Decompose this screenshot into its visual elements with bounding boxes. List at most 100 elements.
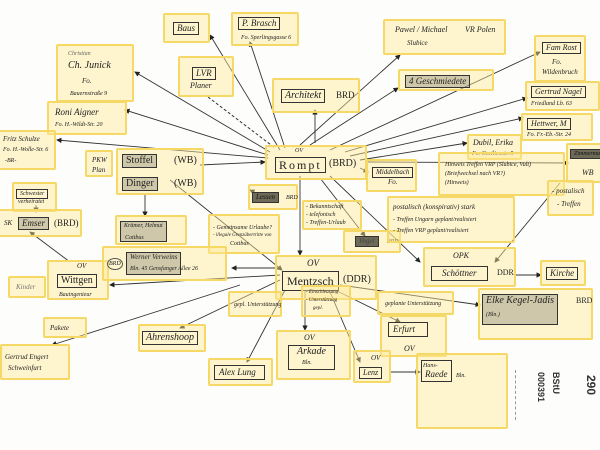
note-line: Plan bbox=[92, 166, 106, 174]
node-nagel[interactable]: Gertrud Nagel Friedland Lb. 63 bbox=[525, 81, 600, 111]
node-geschmiedete[interactable]: 4 Geschmiedete bbox=[398, 69, 494, 91]
node-city: Bln. bbox=[302, 360, 312, 366]
node-country: DDR bbox=[497, 268, 514, 277]
node-city: Cottbus bbox=[125, 235, 144, 241]
note-line: Hinweis Treffen VRP (Slubice, Vult) bbox=[445, 162, 532, 168]
node-tag: OV bbox=[404, 344, 415, 353]
note-kontakt[interactable]: - Bekanntschaft - telefonisch - Treffen-… bbox=[302, 200, 362, 230]
node-arkade[interactable]: OV Arkade Bln. bbox=[276, 330, 351, 380]
page-number: 290 bbox=[584, 375, 598, 396]
node-name: Emser bbox=[18, 217, 49, 230]
node-name: Kirche bbox=[546, 267, 579, 280]
note-schwester[interactable]: Schwester verheiratet bbox=[12, 182, 57, 212]
note-line: - Einschleusung bbox=[306, 290, 339, 295]
edge bbox=[366, 160, 569, 166]
node-emser[interactable]: SK Emser (BRD) bbox=[0, 209, 82, 237]
node-junick[interactable]: Christian Ch. Junick Fo. Bauernstraße 9 bbox=[56, 44, 134, 102]
note-unterstuetzung-1[interactable]: gepl. Unterstützung bbox=[228, 291, 282, 317]
node-kirche[interactable]: Kirche bbox=[540, 260, 586, 286]
node-schoettner[interactable]: OPK Schöttner DDR bbox=[423, 247, 516, 287]
note-line: - Treffen bbox=[557, 200, 581, 208]
node-stoffel-dinger[interactable]: Stoffel (WB) Dinger (WB) bbox=[116, 148, 204, 195]
node-rompt[interactable]: OV Rompt (BRD) bbox=[265, 145, 367, 180]
node-country: BRD bbox=[576, 296, 593, 305]
node-pakete[interactable]: Pakete bbox=[43, 317, 87, 338]
node-lessen[interactable]: Lessen BRD bbox=[248, 184, 298, 210]
node-city: Fo. bbox=[552, 58, 562, 66]
node-address: Bln. 45 Gensfanger Allee 26 bbox=[130, 266, 199, 272]
edge bbox=[179, 279, 281, 329]
node-brasch[interactable]: P. Brasch Fo. Sperlingsgasse 6 bbox=[231, 12, 299, 46]
node-city: Bln. bbox=[456, 373, 466, 379]
node-middelbach[interactable]: Middelbach Fo. bbox=[366, 159, 417, 192]
node-rost[interactable]: Fam Rost Fo. Wildenbruch bbox=[534, 35, 586, 82]
node-name: Pawel / Michael bbox=[395, 25, 448, 34]
note-hinweis[interactable]: Hinweis Treffen VRP (Slubice, Vult) (Bri… bbox=[438, 152, 565, 196]
node-dubil[interactable]: Dubil, Erika Fo. Cecilienstr. 5 bbox=[467, 134, 522, 160]
node-address: Fo. H.-Wildt-Str. 20 bbox=[55, 122, 103, 128]
node-engert[interactable]: Gertrud Engert Schweinfurt bbox=[0, 344, 70, 380]
node-address: Fo. Sperlingsgasse 6 bbox=[241, 35, 292, 41]
node-address: Fo. Fr.-Eb.-Str. 24 bbox=[527, 132, 571, 138]
node-country: (WB) bbox=[174, 155, 197, 166]
node-address: Friedland Lb. 63 bbox=[531, 101, 572, 107]
node-verweins[interactable]: BRD Werner Verweins Bln. 45 Gensfanger A… bbox=[102, 246, 227, 281]
node-erfurt[interactable]: Erfurt OV bbox=[380, 315, 447, 357]
node-name: Elke Kegel-Jadis bbox=[482, 294, 559, 325]
edge bbox=[246, 289, 286, 363]
node-lenz[interactable]: OV Lenz bbox=[353, 350, 391, 383]
node-kinder[interactable]: Kinder bbox=[8, 276, 46, 298]
edge-dashed bbox=[207, 96, 276, 149]
node-name: Zimmermann bbox=[570, 149, 600, 159]
note-postal[interactable]: postalisch (konspirativ) stark - Treffen… bbox=[387, 196, 515, 243]
note-line: Cottbus bbox=[230, 241, 249, 247]
node-sub: (Bln.) bbox=[486, 312, 500, 318]
note-line: - telefonisch bbox=[306, 212, 336, 218]
edge bbox=[199, 159, 266, 166]
node-city: Schweinfurt bbox=[8, 364, 42, 372]
node-dark-brd[interactable]: Vogel BRD bbox=[343, 230, 401, 253]
node-name: 4 Geschmiedete bbox=[405, 75, 471, 88]
note-line: Schwester bbox=[16, 189, 49, 199]
note-line: PKW bbox=[92, 156, 107, 164]
note-line: gepl. bbox=[313, 306, 323, 311]
node-name: Erfurt bbox=[388, 322, 429, 337]
node-aigner[interactable]: Roni Aigner Fo. H.-Wildt-Str. 20 bbox=[47, 101, 127, 135]
edge bbox=[209, 34, 281, 151]
edge bbox=[309, 87, 399, 146]
node-pawel[interactable]: Pawel / Michael Slubice VR Polen bbox=[383, 19, 506, 55]
edge bbox=[329, 51, 541, 151]
node-raede[interactable]: Hans- Raede Bln. bbox=[416, 353, 508, 429]
edge bbox=[344, 96, 528, 153]
note-unterstuetzung-2[interactable]: geplante Unterstützung bbox=[377, 291, 454, 315]
node-lvr[interactable]: LVR Planer bbox=[178, 56, 234, 97]
note-line: - Treffen VRP geplant/realisiert bbox=[393, 228, 469, 234]
node-city: Fo. bbox=[388, 178, 398, 186]
node-kraemer[interactable]: Krämer, Helmut Cottbus bbox=[115, 215, 187, 245]
node-schulze[interactable]: Fritz Schulze Fo. H.-Wolle-Str. 6 -BR- bbox=[0, 130, 56, 170]
node-lung[interactable]: Alex Lung bbox=[208, 358, 273, 386]
node-ahrenshoop[interactable]: Ahrenshoop bbox=[138, 324, 206, 352]
node-name: Baus bbox=[173, 22, 199, 35]
node-hettwer[interactable]: Hettwer, M Fo. Fr.-Eb.-Str. 24 bbox=[521, 113, 593, 141]
node-country: (BRD) bbox=[329, 158, 357, 169]
node-mentzsch[interactable]: OV Mentzsch (DDR) bbox=[275, 255, 377, 300]
node-country: VR Polen bbox=[465, 25, 496, 34]
edge bbox=[169, 179, 283, 271]
note-einschleusung[interactable]: - Einschleusung - Unterstützung gepl. bbox=[301, 285, 351, 317]
note-line: - Unterstützung bbox=[306, 298, 338, 303]
note-postal-treffen[interactable]: - postalisch - Treffen bbox=[547, 180, 594, 216]
node-architekt[interactable]: Architekt BRD bbox=[272, 78, 360, 113]
node-tag: OV bbox=[371, 354, 381, 362]
node-name: Alex Lung bbox=[214, 365, 265, 380]
node-kegel[interactable]: Elke Kegel-Jadis (Bln.) BRD bbox=[478, 288, 593, 340]
node-baus[interactable]: Baus bbox=[163, 13, 210, 43]
node-zimmermann[interactable]: Zimmermann WB bbox=[566, 143, 600, 183]
note-pkw[interactable]: PKW Plan bbox=[85, 150, 113, 177]
edge bbox=[299, 54, 401, 146]
node-prefix: BRD bbox=[107, 258, 123, 270]
archive-number: 000391 bbox=[536, 372, 546, 403]
note-line: - Treffen-Urlaub bbox=[306, 220, 346, 226]
node-wittgen[interactable]: OV Wittgen Bauingenieur bbox=[47, 260, 109, 300]
node-sub: Planer bbox=[190, 81, 212, 90]
